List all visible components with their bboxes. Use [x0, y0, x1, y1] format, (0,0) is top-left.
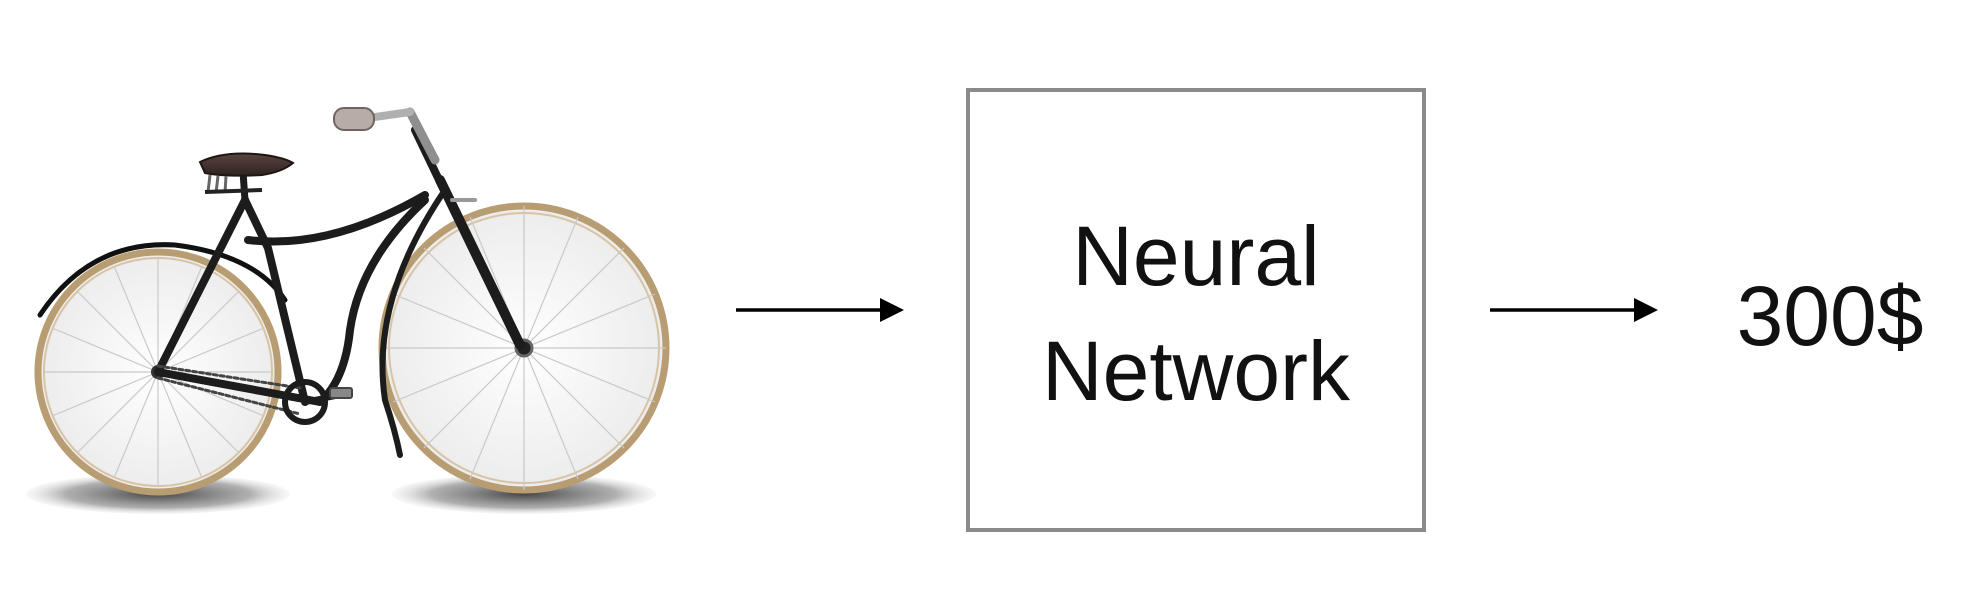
arrow-to-output	[1490, 298, 1658, 322]
saddle	[198, 152, 295, 194]
bicycle-frame	[154, 126, 525, 458]
output-value: 300$	[1737, 269, 1924, 363]
bicycle-icon	[26, 107, 670, 514]
model-label-line2: Network	[1042, 324, 1351, 418]
pedal	[329, 387, 353, 399]
neural-network-box: Neural Network	[966, 88, 1426, 532]
arrow-to-network	[736, 298, 904, 322]
handlebar	[333, 107, 477, 202]
model-label-line1: Neural	[1072, 209, 1319, 303]
rear-mudguard	[37, 242, 288, 318]
front-wheel-shadow	[392, 474, 656, 514]
